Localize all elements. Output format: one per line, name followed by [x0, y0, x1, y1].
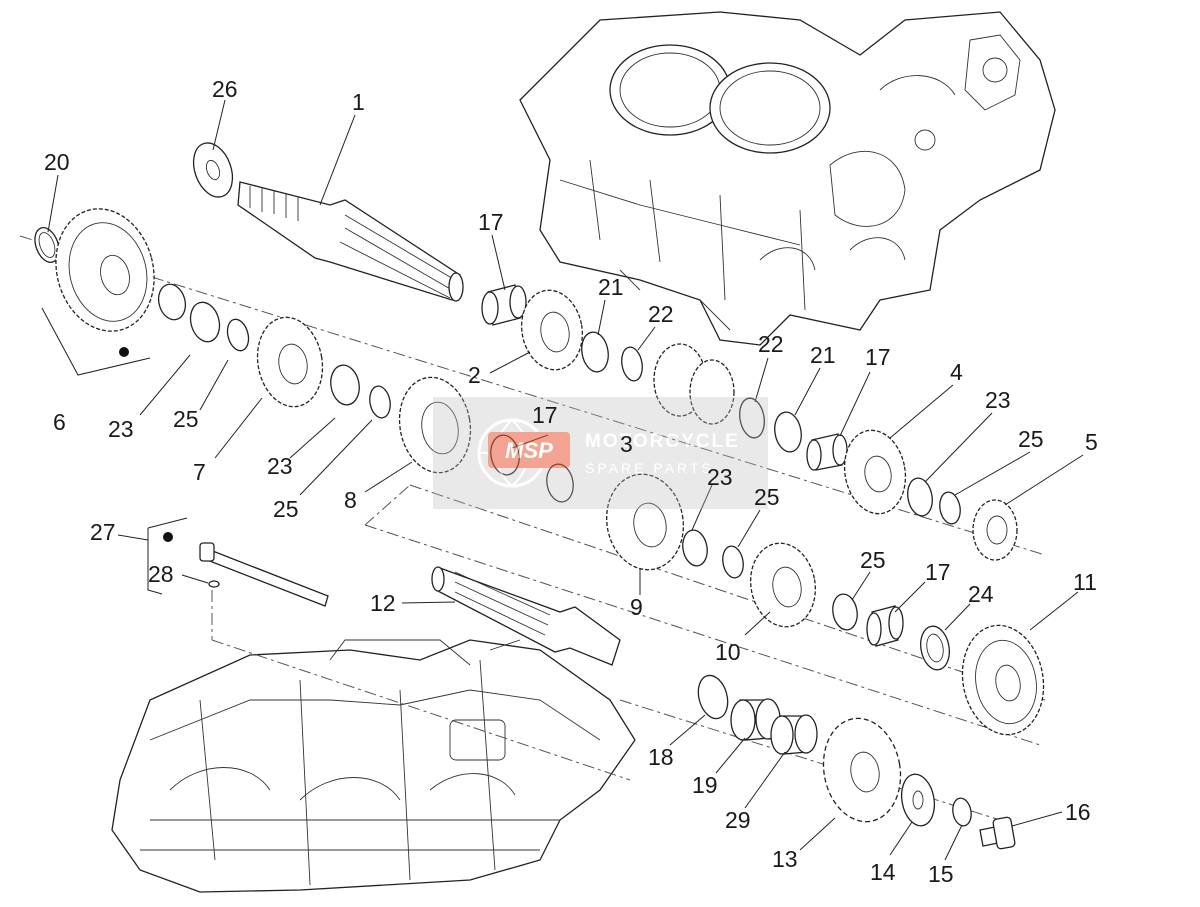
part-21-ring-mid [774, 411, 802, 453]
callout-26: 26 [212, 76, 238, 102]
callout-21-a: 21 [598, 274, 624, 300]
part-15-washer [952, 797, 972, 827]
part-7-gear [256, 316, 324, 408]
leader-lines [47, 99, 1084, 861]
callout-25-e: 25 [860, 547, 886, 573]
callout-17-d: 17 [925, 559, 951, 585]
callout-2: 2 [468, 362, 481, 388]
callout-7: 7 [193, 459, 206, 485]
part-25-circlip-right [939, 491, 961, 525]
part-27-shaft [163, 532, 329, 607]
callout-8: 8 [344, 487, 357, 513]
part-9-gear [606, 473, 684, 571]
callout-13: 13 [772, 846, 798, 872]
part-21-ring-top [581, 331, 609, 373]
part-25-circlip-lower [722, 545, 744, 579]
callout-11: 11 [1073, 569, 1097, 595]
part-6-gear [55, 208, 155, 357]
part-12-secondary-shaft [431, 566, 621, 666]
part-2-gear [521, 289, 583, 371]
part-3-gear-cluster [653, 343, 735, 425]
watermark-logo-badge [488, 432, 570, 468]
callout-23-c: 23 [267, 453, 293, 479]
callout-4: 4 [950, 359, 963, 385]
part-13-sprocket [822, 717, 902, 823]
callout-28: 28 [148, 561, 174, 587]
callout-6: 6 [53, 409, 66, 435]
callout-25-b: 25 [173, 406, 199, 432]
part-28-pin [208, 580, 220, 588]
callout-25-d: 25 [754, 484, 780, 510]
watermark-line-2: SPARE PARTS [585, 460, 714, 476]
part-5-gear [972, 499, 1018, 561]
part-17-bushing-top [481, 284, 527, 326]
part-14-washer [900, 773, 936, 827]
callout-23-b: 23 [108, 416, 134, 442]
callout-23-a: 23 [985, 387, 1011, 413]
callout-17-a: 17 [478, 209, 504, 235]
part-8-gear [398, 376, 472, 474]
part-11-gear [961, 624, 1045, 736]
watermark: MSP MOTORCYCLE SPARE PARTS [433, 397, 768, 509]
part-18-circlip [697, 674, 729, 720]
part-17-bushing-right [806, 433, 848, 471]
callout-3: 3 [620, 431, 633, 457]
callout-25-c: 25 [273, 496, 299, 522]
part-23-bushing-left [157, 283, 250, 352]
part-4-gear [843, 429, 907, 515]
callout-labels: 26 1 20 17 21 22 2 22 21 17 4 23 25 5 6 … [44, 76, 1098, 887]
callout-29: 29 [725, 807, 751, 833]
callout-5: 5 [1085, 429, 1098, 455]
watermark-line-1: MOTORCYCLE [585, 431, 740, 452]
callout-23-d: 23 [707, 464, 733, 490]
part-26-washer [192, 142, 234, 198]
callout-10: 10 [715, 639, 741, 665]
part-17-bushing-bottom [866, 605, 904, 647]
part-29-bearing [770, 714, 818, 755]
callout-1: 1 [352, 89, 365, 115]
part-20-circlip [34, 227, 60, 263]
callout-22-a: 22 [648, 301, 674, 327]
callout-20: 20 [44, 149, 70, 175]
lower-crankcase-drawing [111, 639, 636, 893]
callout-12: 12 [370, 590, 396, 616]
callout-17-c: 17 [532, 402, 558, 428]
callout-9: 9 [630, 594, 643, 620]
part-16-bolt [979, 816, 1016, 850]
part-23-washer-lower [682, 529, 708, 567]
part-24-washer [920, 625, 950, 671]
part-23-washer-right [907, 477, 933, 517]
part-23-washer-mid [330, 364, 391, 419]
part-10-gear [750, 542, 816, 628]
callout-14: 14 [870, 859, 896, 885]
callout-16: 16 [1065, 799, 1091, 825]
watermark-logo-text: MSP [505, 438, 553, 463]
callout-21-b: 21 [810, 342, 836, 368]
upper-crankcase-drawing [519, 11, 1056, 346]
callout-18: 18 [648, 744, 674, 770]
part-22-ring-mid [739, 397, 765, 439]
callout-25-a: 25 [1018, 426, 1044, 452]
part-1-primary-shaft [237, 181, 464, 302]
callout-17-b: 17 [865, 344, 891, 370]
callout-15: 15 [928, 861, 954, 887]
part-22-ring-top [621, 346, 643, 382]
callout-24: 24 [968, 581, 994, 607]
callout-22-b: 22 [758, 331, 784, 357]
callout-19: 19 [692, 772, 718, 798]
callout-27: 27 [90, 519, 116, 545]
part-25-circlip-bottom [832, 593, 858, 631]
